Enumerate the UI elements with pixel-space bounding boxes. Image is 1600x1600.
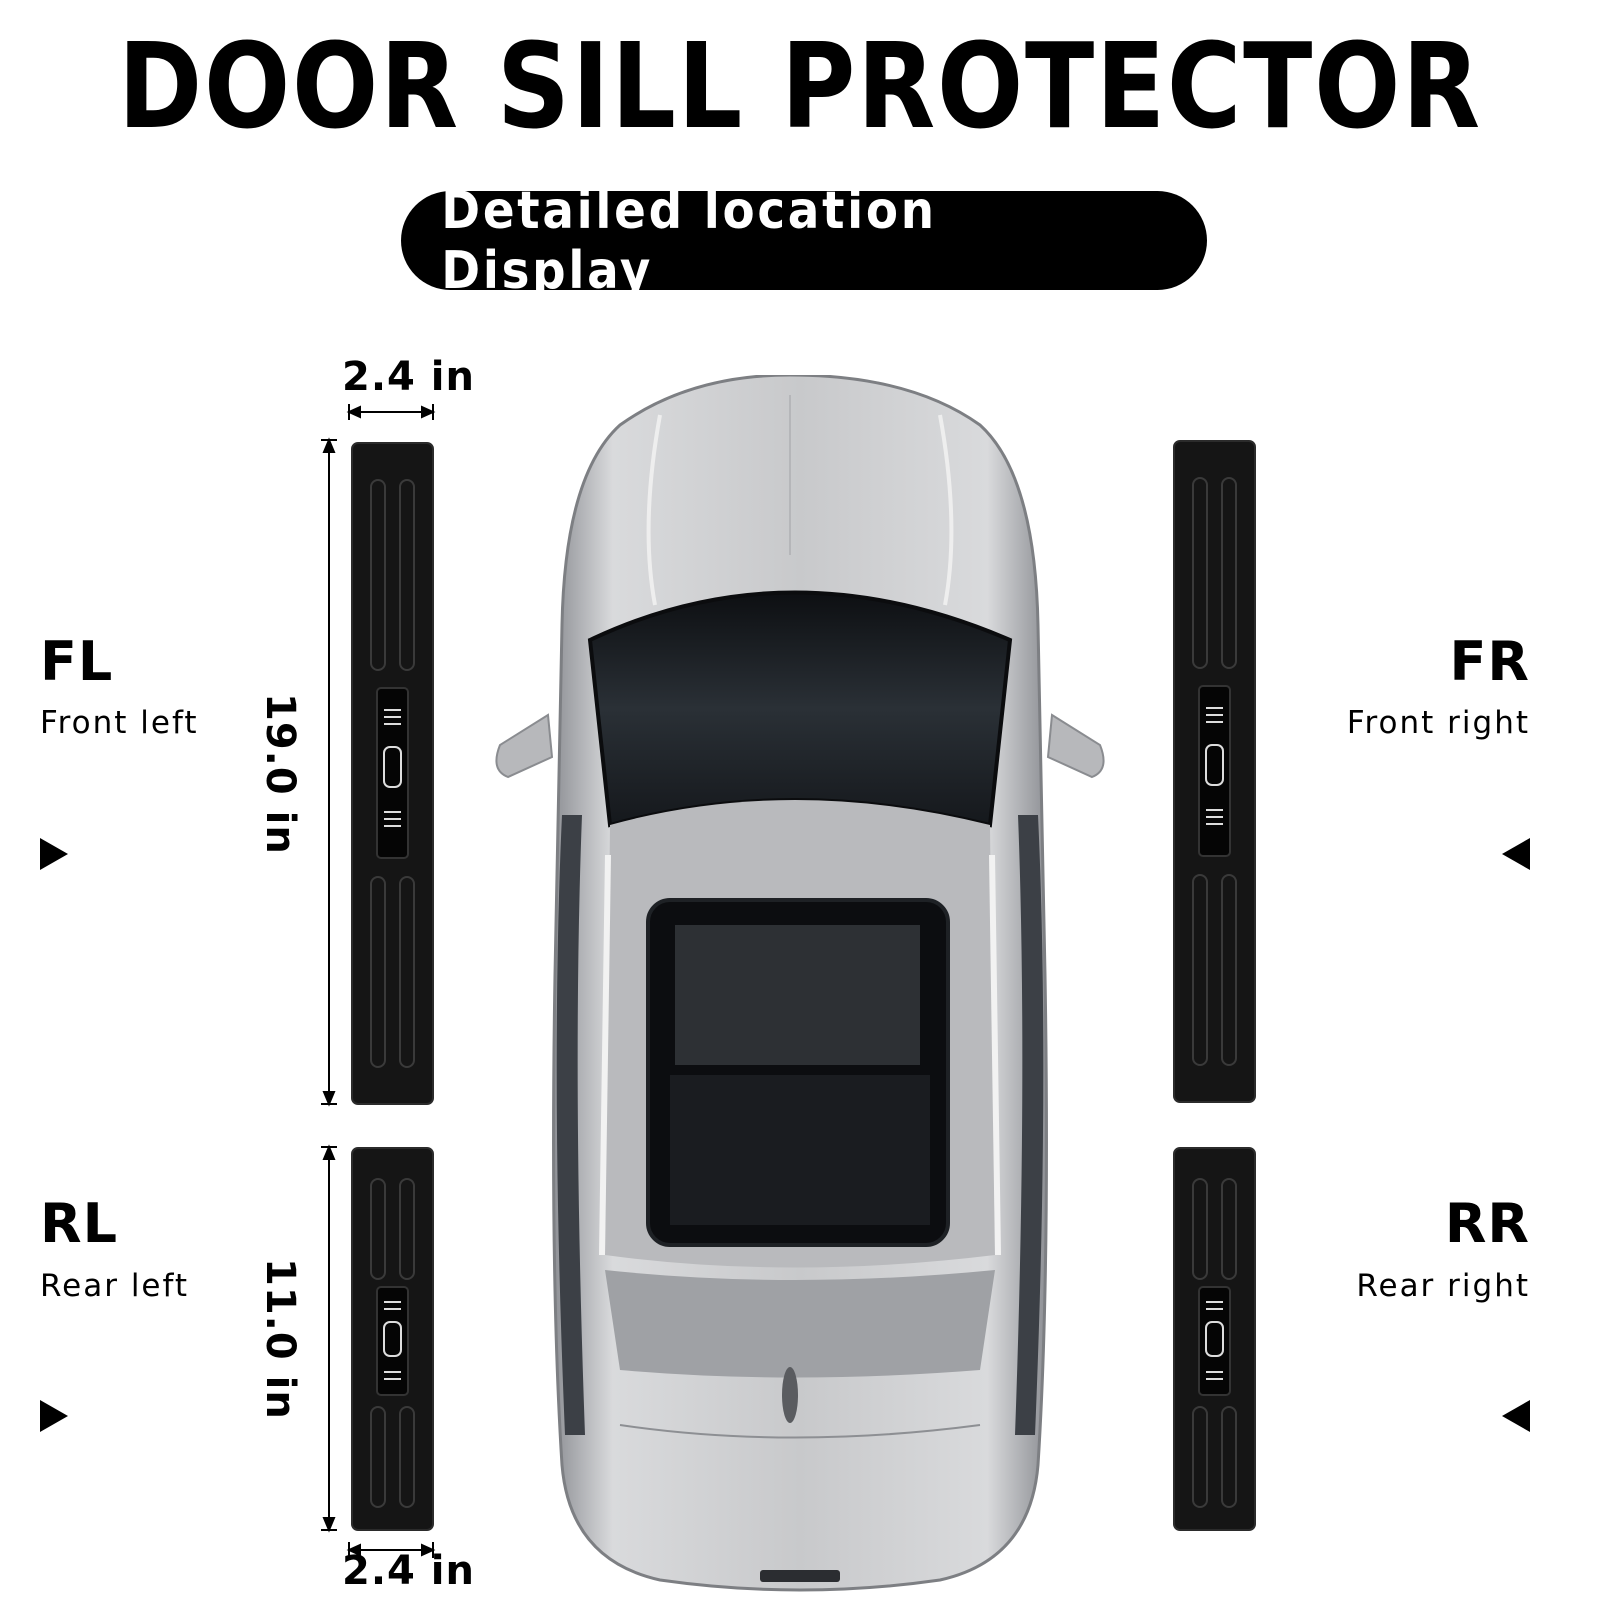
page-title: DOOR SILL PROTECTOR <box>118 17 1482 155</box>
front-left-code: FL <box>40 630 114 693</box>
width-dimension-top: 2.4 in <box>342 354 475 400</box>
rear-left-code: RL <box>40 1192 118 1255</box>
front-right-arrow-icon <box>1502 838 1530 870</box>
front-right-name: Front right <box>1346 705 1530 741</box>
width-dimension-bottom: 2.4 in <box>342 1548 475 1594</box>
front-left-sill-plate <box>351 442 434 1105</box>
front-left-arrow-icon <box>40 838 68 870</box>
rear-left-sill-plate <box>351 1147 434 1531</box>
rear-right-name: Rear right <box>1356 1268 1530 1304</box>
front-right-code: FR <box>1449 630 1530 693</box>
rear-left-name: Rear left <box>40 1268 190 1304</box>
front-right-sill-plate <box>1173 440 1256 1103</box>
rear-left-arrow-icon <box>40 1400 68 1432</box>
rear-right-code: RR <box>1444 1192 1530 1255</box>
subtitle-text: Detailed location Display <box>441 180 937 301</box>
rear-right-sill-plate <box>1173 1147 1256 1531</box>
rear-right-arrow-icon <box>1502 1400 1530 1432</box>
front-left-name: Front left <box>40 705 199 741</box>
subtitle-banner: Detailed location Display <box>401 181 1207 301</box>
car-top-view-image <box>495 375 1105 1592</box>
